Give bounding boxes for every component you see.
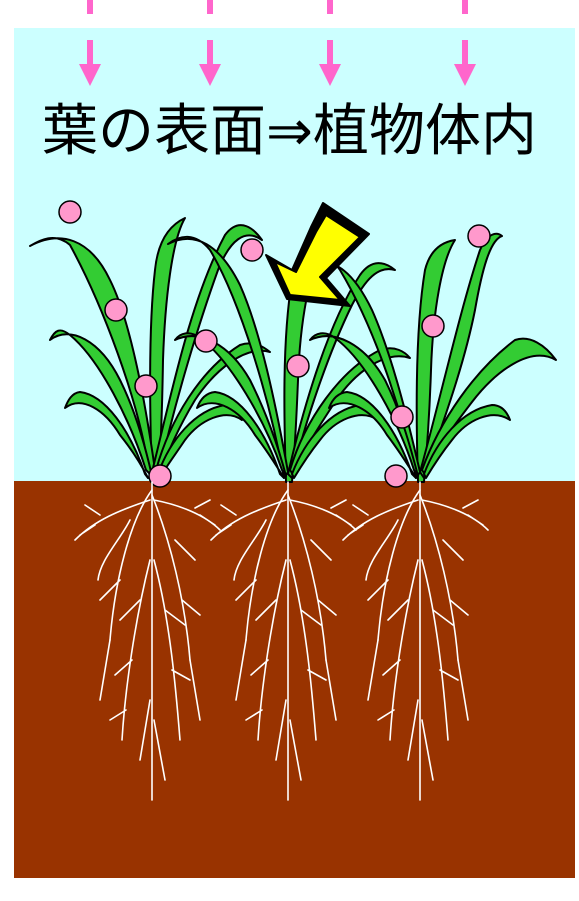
droplet-icon: [468, 225, 490, 247]
droplet-icon: [422, 315, 444, 337]
caption-text: 葉の表面⇒植物体内: [0, 96, 579, 168]
droplet-icon: [241, 239, 263, 261]
droplet-icon: [135, 375, 157, 397]
droplet-icon: [105, 299, 127, 321]
soil-area: [14, 481, 575, 878]
droplet-icon: [59, 201, 81, 223]
droplet-icon: [385, 465, 407, 487]
droplet-icon: [195, 330, 217, 352]
droplet-icon: [391, 406, 413, 428]
rain-dashes: [90, 0, 465, 14]
droplet-icon: [287, 355, 309, 377]
